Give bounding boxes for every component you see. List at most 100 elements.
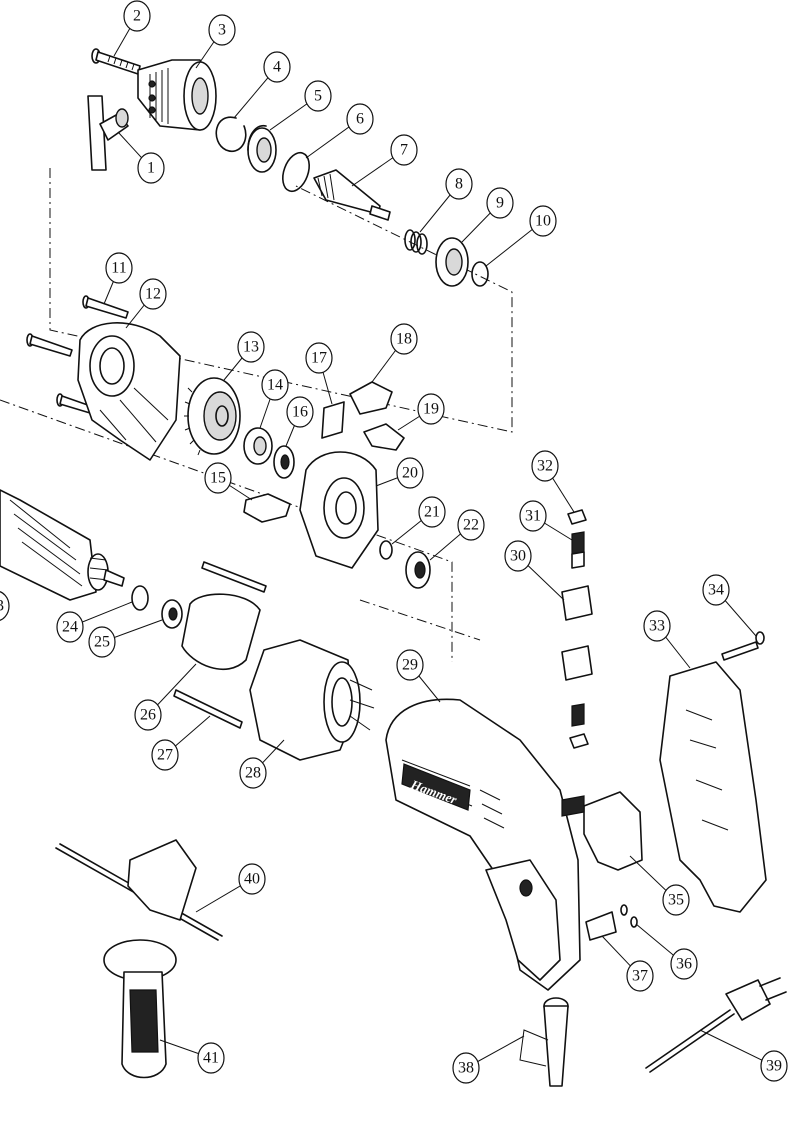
callout-circle bbox=[531, 450, 559, 482]
motor-housing-part: Hammer bbox=[385, 698, 581, 991]
bearing-9-part bbox=[435, 237, 469, 287]
callout-7: 7 bbox=[390, 134, 418, 166]
callout-24: 24 bbox=[56, 611, 84, 643]
handle-cover-part bbox=[659, 631, 767, 913]
callout-number: 2 bbox=[133, 8, 141, 25]
callout-circle bbox=[643, 610, 671, 642]
callout-14: 14 bbox=[261, 369, 289, 401]
callout-number: 15 bbox=[210, 470, 226, 487]
callout-number: 8 bbox=[455, 176, 463, 193]
callout-23: 23 bbox=[0, 591, 10, 621]
bearing-5-part bbox=[247, 124, 277, 173]
gear-housing-part bbox=[77, 322, 181, 461]
callout-number: 32 bbox=[537, 458, 553, 475]
bearing-25-part bbox=[161, 599, 183, 629]
callout-number: 16 bbox=[292, 404, 308, 421]
o-ring-part bbox=[282, 151, 310, 193]
retaining-ring-part bbox=[471, 261, 489, 287]
intermediate-cover-part bbox=[299, 451, 379, 569]
screw-27-part bbox=[173, 561, 267, 729]
callout-18: 18 bbox=[390, 323, 418, 355]
callout-number: 10 bbox=[535, 213, 551, 230]
callout-number: 38 bbox=[458, 1060, 474, 1077]
callout-circle bbox=[0, 591, 10, 621]
callout-12: 12 bbox=[139, 278, 167, 310]
callout-circle bbox=[529, 205, 557, 237]
callout-number: 13 bbox=[243, 339, 259, 356]
callout-number: 26 bbox=[140, 707, 156, 724]
gear-part bbox=[184, 377, 241, 456]
callout-32: 32 bbox=[531, 450, 559, 482]
callout-circle bbox=[662, 884, 690, 916]
plate-part bbox=[321, 401, 345, 439]
callout-number: 18 bbox=[396, 331, 412, 348]
callout-number: 30 bbox=[510, 548, 526, 565]
lever-part bbox=[363, 423, 405, 451]
callout-13: 13 bbox=[237, 331, 265, 363]
callout-number: 35 bbox=[668, 892, 684, 909]
callout-circle bbox=[238, 863, 266, 895]
auxiliary-handle-part bbox=[103, 939, 177, 1079]
callout-circle bbox=[305, 342, 333, 374]
callout-22: 22 bbox=[457, 509, 485, 541]
callout-11: 11 bbox=[105, 252, 133, 284]
callout-circle bbox=[504, 540, 532, 572]
callout-37: 37 bbox=[626, 960, 654, 992]
callout-circle bbox=[396, 649, 424, 681]
callout-number: 7 bbox=[400, 142, 408, 159]
callout-circle bbox=[304, 80, 332, 112]
callout-circle bbox=[197, 1042, 225, 1074]
circlip-part bbox=[215, 116, 247, 153]
callout-28: 28 bbox=[239, 757, 267, 789]
callout-number: 14 bbox=[267, 377, 283, 394]
callout-26: 26 bbox=[134, 699, 162, 731]
callout-number: 24 bbox=[62, 619, 78, 636]
callout-15: 15 bbox=[204, 462, 232, 494]
callout-circle bbox=[417, 393, 445, 425]
callout-labels: 1234567891011121314151617181920212223242… bbox=[0, 0, 788, 1084]
cord-clamp-part bbox=[585, 904, 638, 941]
callout-circle bbox=[263, 51, 291, 83]
depth-gauge-part bbox=[55, 839, 223, 941]
callout-38: 38 bbox=[452, 1052, 480, 1084]
callout-34: 34 bbox=[702, 574, 730, 606]
washer-24-part bbox=[131, 585, 149, 611]
callout-number: 25 bbox=[94, 634, 110, 651]
callout-circle bbox=[151, 739, 179, 771]
chuck-key-part bbox=[87, 95, 129, 171]
callout-circle bbox=[457, 509, 485, 541]
callout-1: 1 bbox=[137, 152, 165, 184]
callout-36: 36 bbox=[670, 948, 698, 980]
callout-8: 8 bbox=[445, 168, 473, 200]
callout-21: 21 bbox=[418, 496, 446, 528]
washer-21-part bbox=[379, 540, 393, 560]
callout-30: 30 bbox=[504, 540, 532, 572]
callout-4: 4 bbox=[263, 51, 291, 83]
callout-circle bbox=[105, 252, 133, 284]
callout-circle bbox=[486, 187, 514, 219]
drill-chuck-part bbox=[137, 59, 217, 131]
screw-11-part bbox=[26, 295, 129, 417]
callout-circle bbox=[626, 960, 654, 992]
callout-circle bbox=[88, 626, 116, 658]
callout-number: 22 bbox=[463, 517, 479, 534]
callout-number: 1 bbox=[147, 160, 155, 177]
callout-circle bbox=[670, 948, 698, 980]
callout-number: 39 bbox=[766, 1058, 782, 1075]
callout-circle bbox=[137, 152, 165, 184]
callout-number: 11 bbox=[111, 260, 126, 277]
clutch-part bbox=[243, 427, 273, 465]
callout-number: 3 bbox=[218, 22, 226, 39]
callout-20: 20 bbox=[396, 457, 424, 489]
callout-circle bbox=[56, 611, 84, 643]
power-cord-part bbox=[645, 977, 787, 1073]
callout-35: 35 bbox=[662, 884, 690, 916]
callout-33: 33 bbox=[643, 610, 671, 642]
baffle-part bbox=[181, 593, 261, 670]
callout-circle bbox=[286, 396, 314, 428]
callout-circle bbox=[139, 278, 167, 310]
callout-circle bbox=[208, 14, 236, 46]
switch-lever-part bbox=[243, 493, 291, 523]
callout-19: 19 bbox=[417, 393, 445, 425]
callout-number: 37 bbox=[632, 968, 648, 985]
